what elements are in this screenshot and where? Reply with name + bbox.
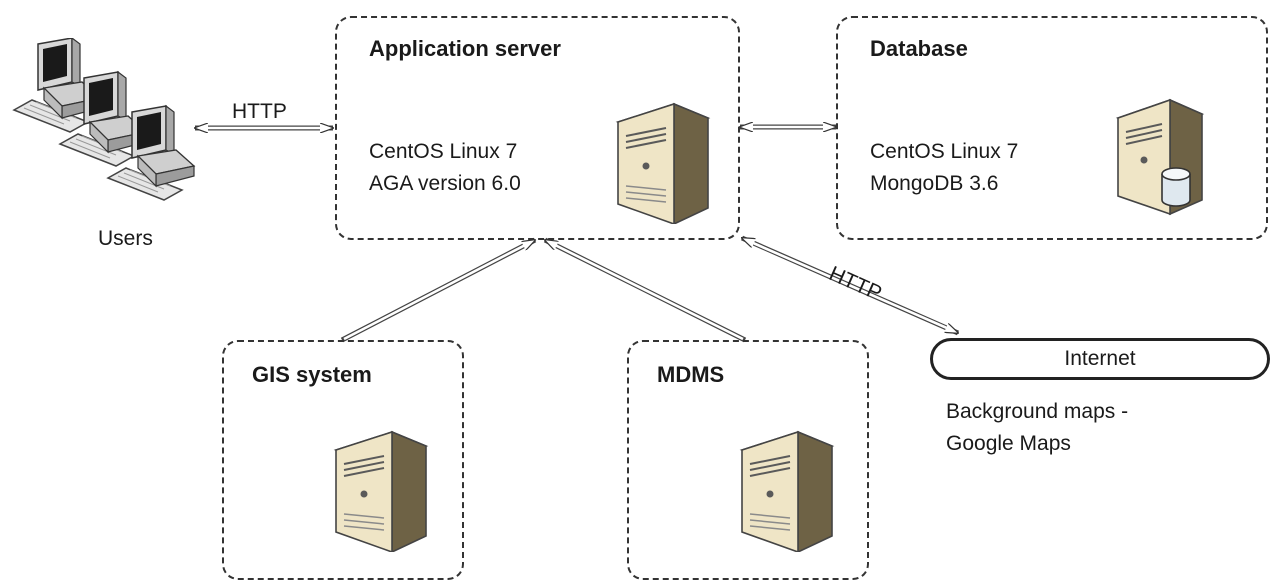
database-os-text: CentOS Linux 7 [870, 140, 1019, 163]
mdms-app-arrow [545, 237, 747, 343]
application-server-title: Application server [369, 36, 561, 61]
app-os-text: CentOS Linux 7 [369, 140, 518, 163]
gis-app-arrow [340, 237, 535, 343]
server-tower-icon [333, 430, 429, 552]
server-tower-icon [739, 430, 835, 552]
database-title: Database [870, 36, 968, 61]
app-version-text: AGA version 6.0 [369, 172, 521, 195]
background-maps-text: Background maps - [946, 400, 1129, 423]
database-server-icon [1115, 98, 1205, 216]
users-http-label: HTTP [232, 100, 287, 123]
users-label: Users [98, 227, 153, 250]
internet-node: Internet [930, 338, 1270, 380]
database-box: Database CentOS Linux 7 MongoDB 3.6 [836, 16, 1268, 240]
gis-system-title: GIS system [252, 362, 372, 387]
server-tower-icon [615, 102, 711, 224]
database-version-text: MongoDB 3.6 [870, 172, 999, 195]
mdms-title: MDMS [657, 362, 725, 387]
desktop-computers-icon [12, 38, 195, 201]
google-maps-text: Google Maps [946, 432, 1071, 455]
app-internet-arrow [742, 235, 958, 336]
application-server-box: Application server CentOS Linux 7 AGA ve… [335, 16, 740, 240]
connector-layer [0, 0, 1274, 343]
